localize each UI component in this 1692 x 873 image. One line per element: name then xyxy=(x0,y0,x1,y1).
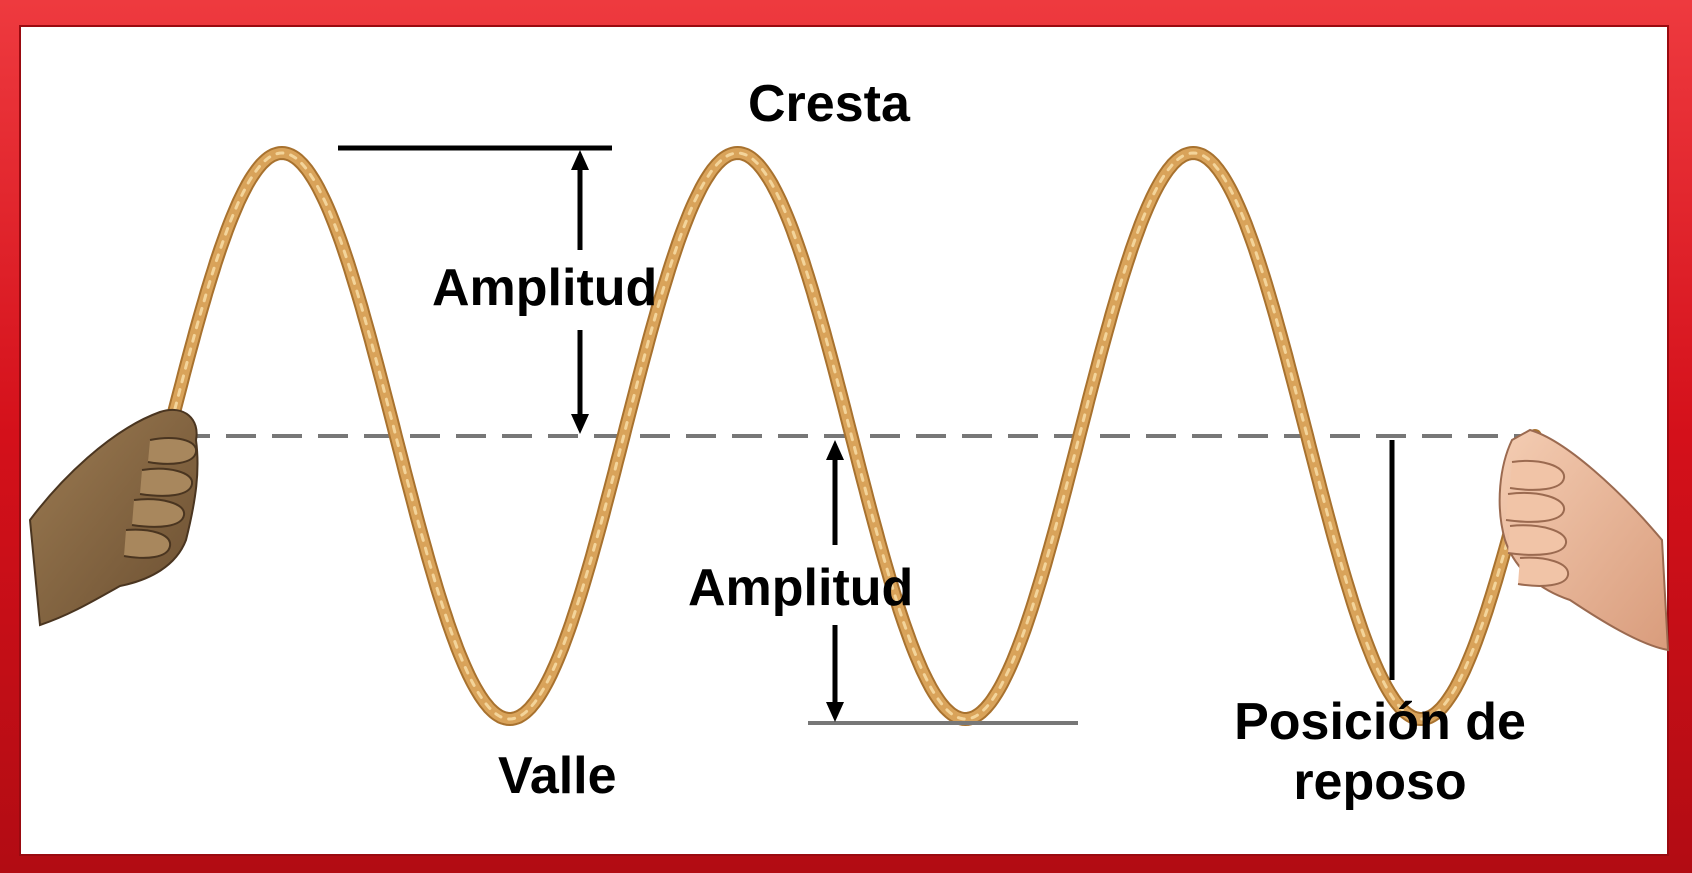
rest-position-label: Posición de reposo xyxy=(1195,693,1565,813)
amplitude-label-bottom: Amplitud xyxy=(688,559,914,617)
trough-label: Valle xyxy=(498,747,617,805)
crest-label: Cresta xyxy=(748,75,910,133)
amplitude-arrow-bottom xyxy=(826,440,844,722)
amplitude-label-top: Amplitud xyxy=(432,259,658,317)
rope-strand xyxy=(166,151,1537,721)
amplitude-arrow-top xyxy=(571,150,589,434)
rest-position-label-line1: Posición de xyxy=(1234,693,1526,751)
rest-position-label-line2: reposo xyxy=(1293,752,1467,811)
left-hand-icon xyxy=(28,409,199,627)
right-hand-icon xyxy=(1498,428,1670,652)
rope-wave xyxy=(161,146,1542,726)
